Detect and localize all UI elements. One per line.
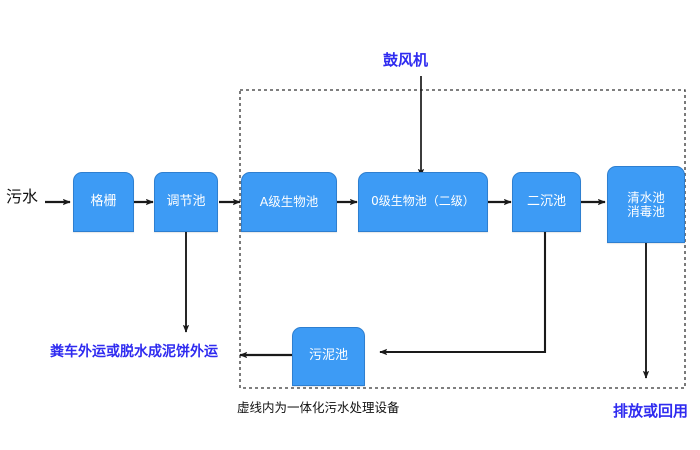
label-sludge-disposal: 粪车外运或脱水成泥饼外运 — [50, 344, 218, 360]
node-o-stage-bio-tank[interactable]: 0级生物池（二级） — [358, 172, 488, 232]
label-influent: 污水 — [6, 187, 39, 206]
label-effluent: 排放或回用 — [613, 402, 689, 420]
node-sludge-tank[interactable]: 污泥池 — [292, 327, 365, 386]
node-a-stage-bio-tank[interactable]: A级生物池 — [241, 172, 337, 232]
node-clean-water-disinfection-tank[interactable]: 清水池 消毒池 — [607, 166, 685, 243]
arrow-secondary-settling-to-sludge-tank — [379, 232, 547, 356]
node-secondary-settling-tank[interactable]: 二沉池 — [512, 172, 581, 232]
label-blower: 鼓风机 — [383, 51, 429, 69]
node-regulating-tank[interactable]: 调节池 — [154, 172, 218, 232]
dashed-box-caption: 虚线内为一体化污水处理设备 — [237, 400, 400, 415]
node-grid[interactable]: 格栅 — [73, 172, 134, 232]
